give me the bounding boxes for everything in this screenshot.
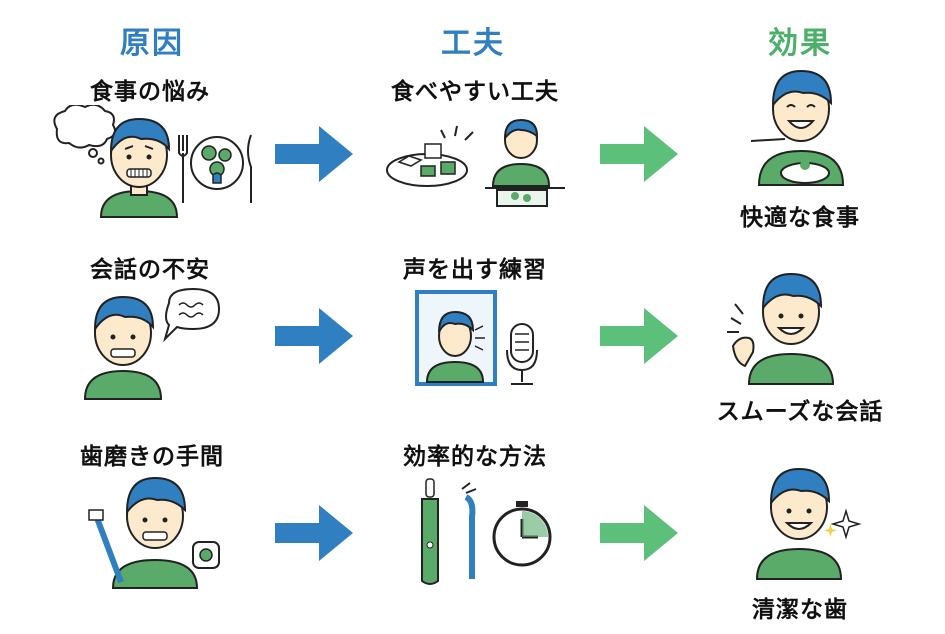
efficient-tools-illustration — [410, 475, 560, 590]
header-effect: 効果 — [768, 26, 832, 61]
arrow-cause-to-idea-1 — [275, 126, 355, 182]
idea-label-voice-practice: 声を出す練習 — [403, 257, 547, 283]
thought-bubble-icon — [53, 105, 116, 165]
knife-icon — [247, 134, 252, 203]
arrow-idea-to-effect-1 — [600, 126, 680, 182]
cutting-food-illustration — [385, 110, 575, 215]
mirror-icon — [415, 290, 497, 386]
effect-label-smooth-conversation: スムーズな会話 — [716, 399, 884, 425]
plate-cubes-icon — [386, 143, 468, 187]
arrow-idea-to-effect-3 — [600, 505, 680, 561]
happy-eating-boy-illustration — [745, 65, 855, 190]
plate-icon — [190, 136, 244, 190]
cause-label-conversation: 会話の不安 — [90, 257, 210, 283]
confident-talking-boy-illustration — [725, 268, 840, 386]
idea-label-easy-eating: 食べやすい工夫 — [391, 79, 559, 105]
effect-label-comfortable-meal: 快適な食事 — [740, 205, 860, 231]
speech-bubble-icon — [162, 287, 221, 343]
brushing-hassle-illustration — [85, 470, 230, 590]
clean-teeth-boy-illustration — [745, 465, 865, 580]
arrow-cause-to-idea-2 — [275, 308, 355, 364]
cooking-boy-icon — [485, 118, 565, 207]
nervous-boy-icon — [83, 295, 163, 400]
sparkle-lines-icon — [440, 125, 474, 141]
worried-boy-icon — [99, 117, 179, 218]
cause-label-brushing: 歯磨きの手間 — [80, 444, 224, 470]
cause-label-meal: 食事の悩み — [90, 79, 210, 105]
arrow-idea-to-effect-2 — [600, 308, 680, 364]
toothbrush-icon — [88, 509, 124, 584]
effect-label-clean-teeth: 清潔な歯 — [752, 597, 848, 623]
sparkle-icon — [824, 508, 862, 540]
electric-toothbrush-icon — [421, 478, 439, 585]
voice-practice-illustration — [415, 290, 545, 390]
arrow-cause-to-idea-3 — [275, 505, 355, 561]
microphone-icon — [506, 323, 538, 385]
nervous-talking-illustration — [75, 285, 225, 403]
interdental-brush-icon — [461, 482, 477, 579]
fork-icon — [178, 135, 188, 203]
stopwatch-icon — [492, 501, 552, 567]
header-idea: 工夫 — [441, 26, 505, 61]
idea-label-efficient-method: 効率的な方法 — [403, 444, 547, 470]
header-cause: 原因 — [120, 26, 184, 61]
floss-icon — [192, 541, 220, 569]
worried-eating-illustration — [45, 105, 265, 225]
